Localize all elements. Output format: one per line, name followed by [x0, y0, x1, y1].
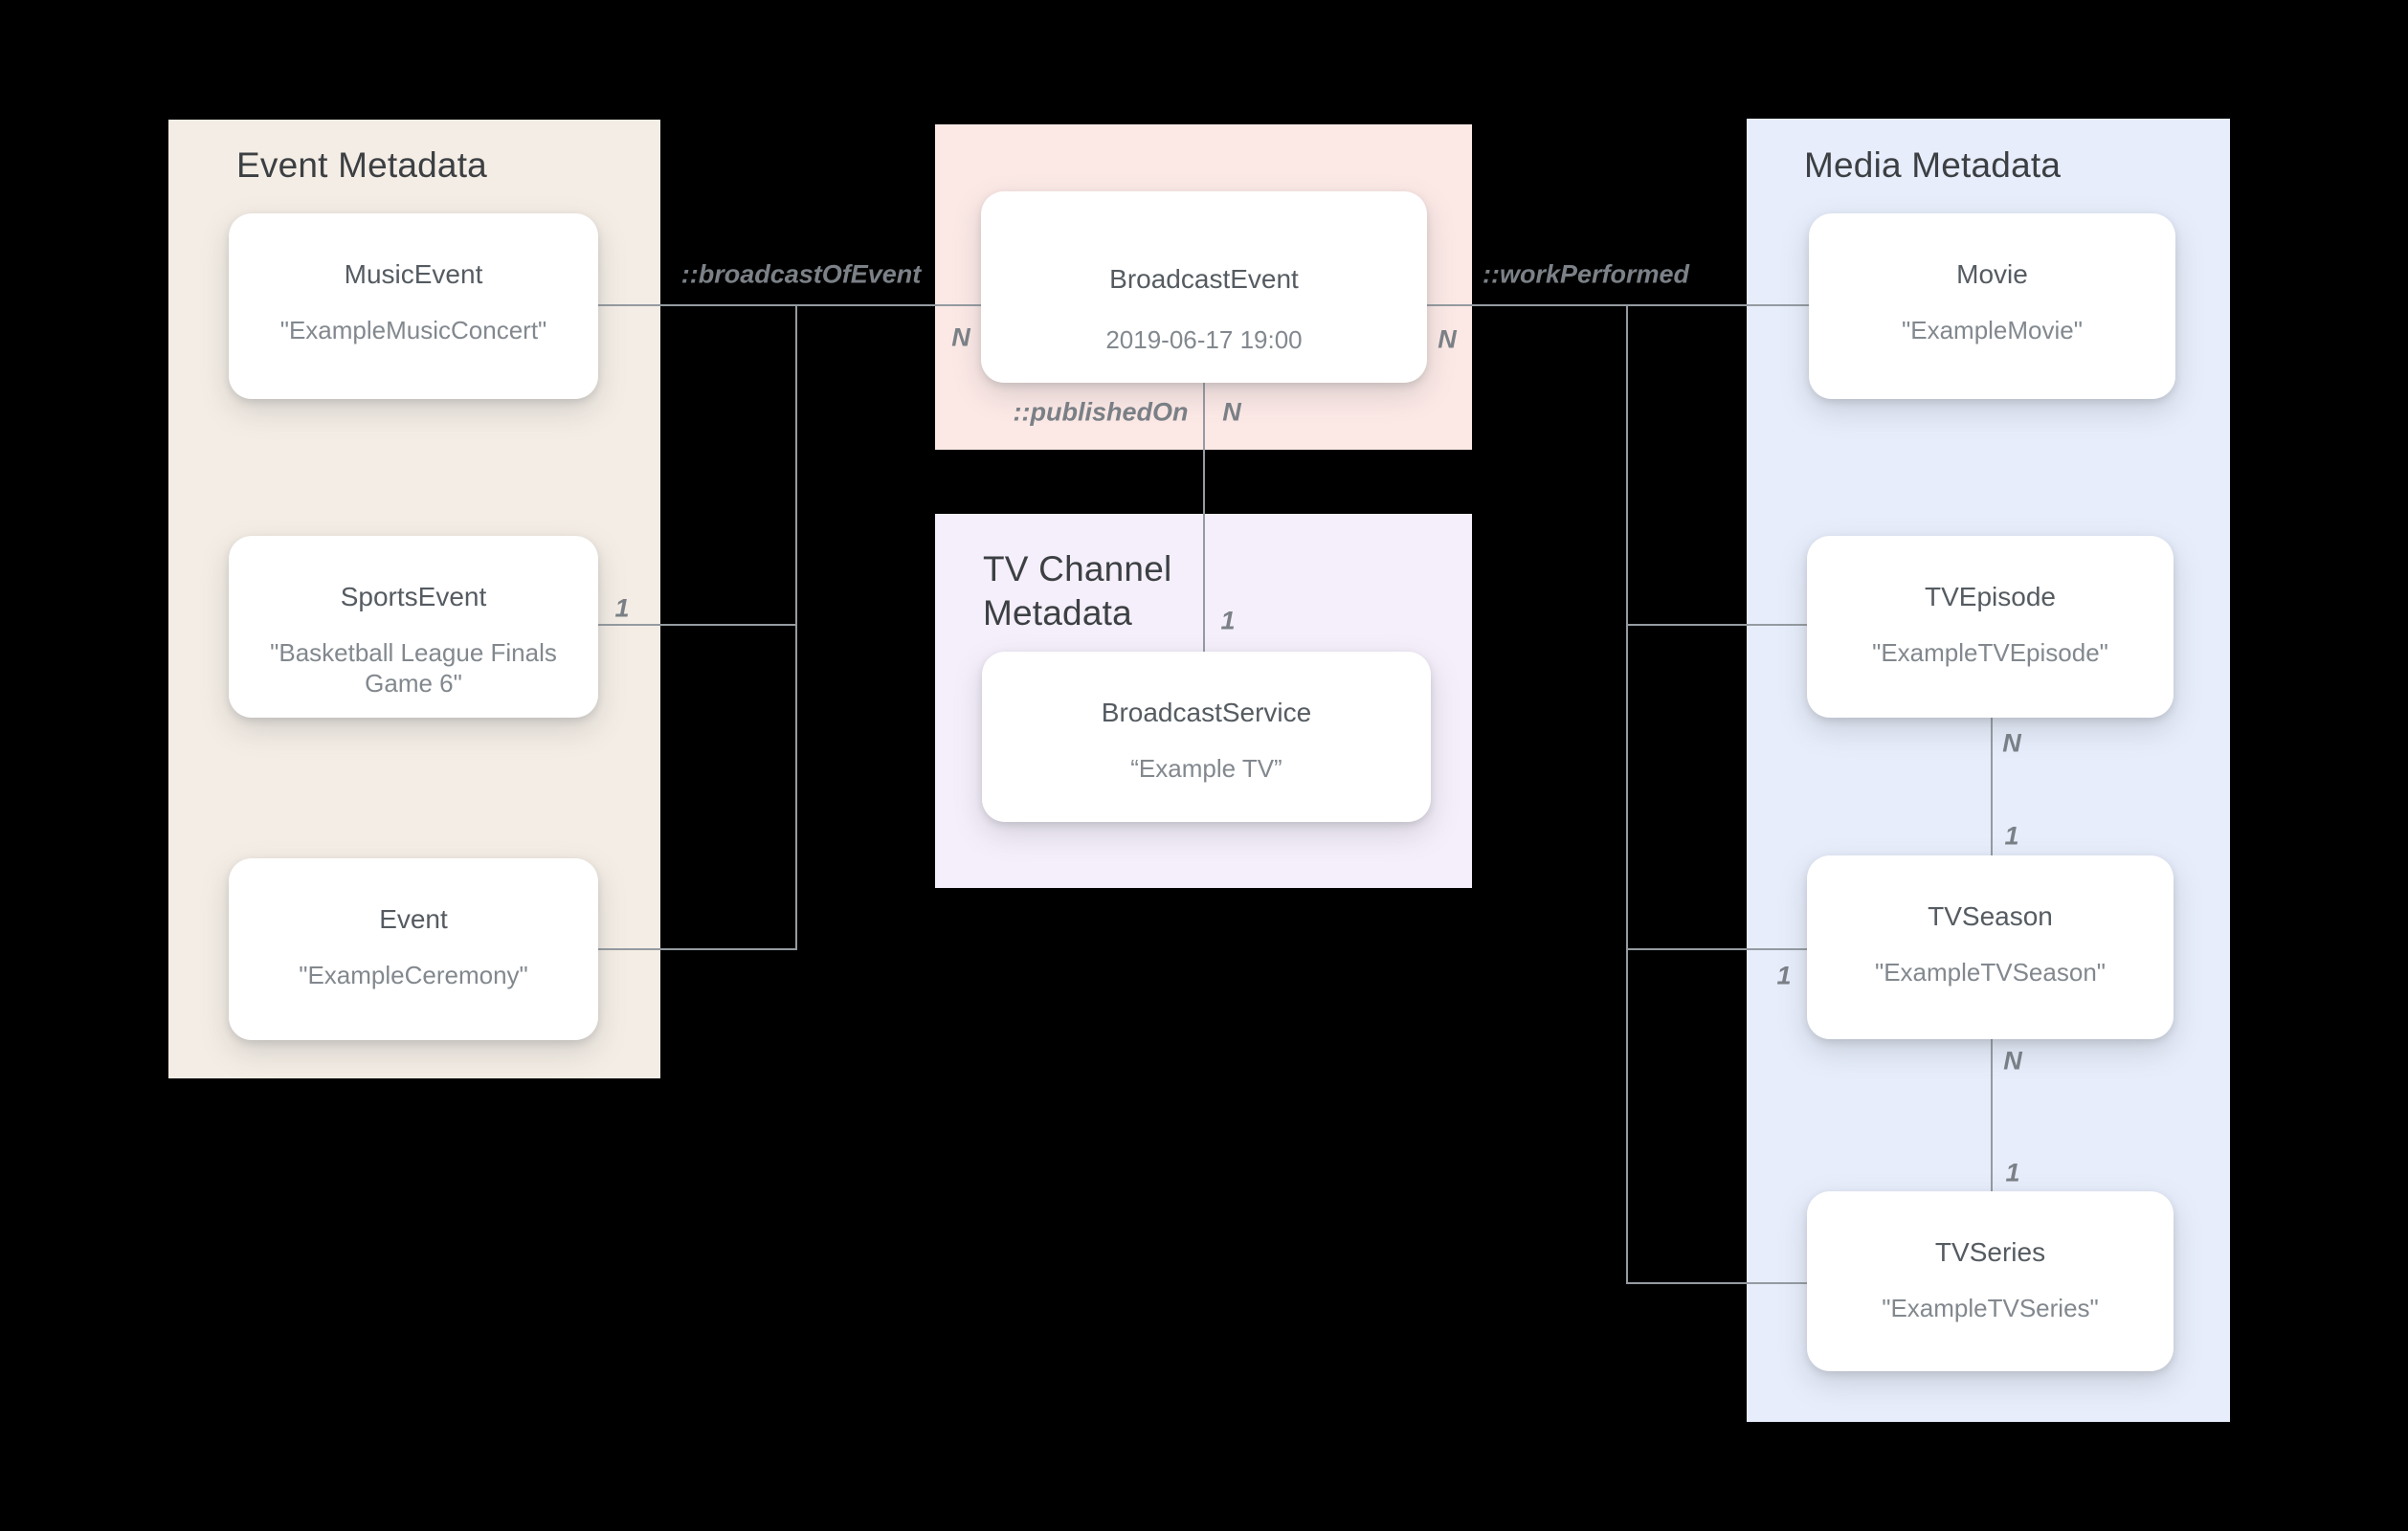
card-value: "ExampleCeremony" [299, 961, 528, 989]
card-title: TVSeason [1928, 901, 2053, 931]
edge-sportsevent-branch-line [598, 624, 797, 626]
published-on-1-label: 1 [1220, 606, 1236, 635]
card-sportsevent: SportsEvent "Basketball League Finals Ga… [229, 536, 598, 718]
edge-published-on-line [1203, 383, 1205, 652]
edge-left-trunk-line [795, 304, 797, 950]
card-value: "Basketball League Finals Game 6" [270, 638, 557, 698]
event-metadata-heading: Event Metadata [236, 145, 487, 185]
broadcast-of-event-1-label: 1 [614, 593, 630, 623]
card-tvepisode: TVEpisode "ExampleTVEpisode" [1807, 536, 2174, 718]
edge-tvseason-branch-line [1626, 948, 1809, 950]
work-performed-1-label: 1 [1776, 961, 1792, 990]
broadcast-of-event-n-label: N [951, 322, 970, 352]
card-title: Movie [1956, 259, 2028, 289]
work-performed-n-label: N [1438, 324, 1457, 354]
card-title: SportsEvent [340, 582, 487, 611]
episode-season-1-label: 1 [2004, 821, 2019, 851]
episode-season-n-label: N [2002, 728, 2021, 758]
edge-broadcast-of-event-line [598, 304, 981, 306]
card-value: "ExampleTVEpisode" [1872, 638, 2108, 667]
edge-tvepisode-branch-line [1626, 624, 1809, 626]
card-value: 2019-06-17 19:00 [1105, 325, 1303, 354]
edge-work-performed-line [1427, 304, 1809, 306]
card-value: "ExampleTVSeason" [1874, 958, 2107, 987]
work-performed-label: ::workPerformed [1482, 259, 1690, 289]
card-value: "ExampleMusicConcert" [279, 316, 547, 344]
edge-season-series-line [1991, 1039, 1993, 1191]
card-tvseries: TVSeries "ExampleTVSeries" [1807, 1191, 2174, 1371]
edge-event-branch-line [598, 948, 797, 950]
card-title: BroadcastEvent [1109, 264, 1299, 294]
edge-right-trunk-line [1626, 304, 1628, 1284]
card-title: TVEpisode [1925, 582, 2056, 611]
card-broadcastevent: BroadcastEvent 2019-06-17 19:00 [981, 191, 1427, 383]
published-on-n-label: N [1222, 397, 1241, 427]
card-title: MusicEvent [344, 259, 483, 289]
card-tvseason: TVSeason "ExampleTVSeason" [1807, 855, 2174, 1039]
card-title: Event [379, 904, 448, 934]
edge-episode-season-line [1991, 718, 1993, 855]
card-musicevent: MusicEvent "ExampleMusicConcert" [229, 213, 598, 399]
card-broadcastservice: BroadcastService “Example TV” [982, 652, 1431, 822]
card-value: "ExampleTVSeries" [1882, 1294, 2099, 1322]
card-value: "ExampleMovie" [1902, 316, 2083, 344]
season-series-1-label: 1 [2005, 1158, 2020, 1187]
media-metadata-heading: Media Metadata [1804, 145, 2062, 185]
edge-tvseries-branch-line [1626, 1282, 1809, 1284]
card-title: BroadcastService [1101, 698, 1312, 727]
published-on-label: ::publishedOn [1013, 397, 1189, 427]
card-title: TVSeries [1934, 1237, 2046, 1267]
season-series-n-label: N [2003, 1046, 2022, 1076]
broadcast-of-event-label: ::broadcastOfEvent [680, 259, 922, 289]
tv-channel-metadata-heading: TV Channel Metadata [983, 549, 1172, 632]
card-movie: Movie "ExampleMovie" [1809, 213, 2175, 399]
card-event: Event "ExampleCeremony" [229, 858, 598, 1040]
card-value: “Example TV” [1130, 754, 1282, 783]
